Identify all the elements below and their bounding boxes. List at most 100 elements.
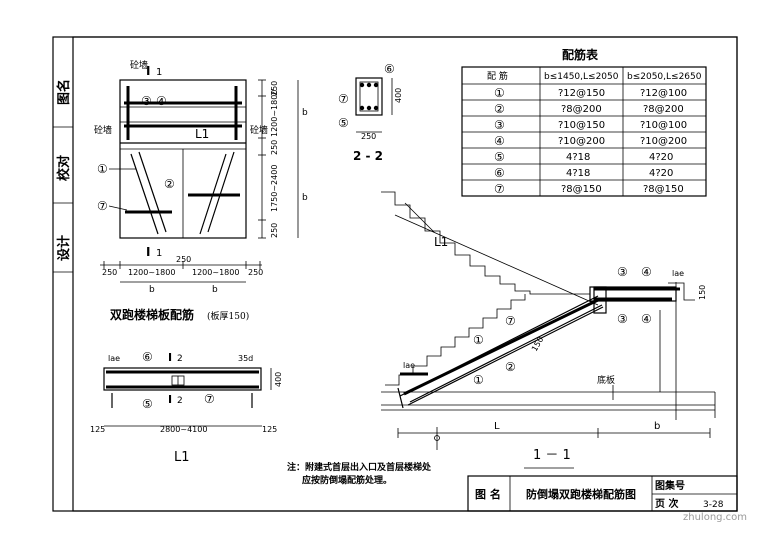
s11-slab-thickness: 150 — [530, 335, 545, 353]
s11-lae-bottom: lae — [403, 361, 415, 370]
table-header-a: b≤1450,L≤2050 — [544, 72, 619, 82]
section-mark-top: Ⅰ — [146, 64, 150, 78]
s22-title: 2 - 2 — [353, 149, 383, 163]
marker-1: ① — [97, 162, 108, 176]
s11-marker-3-bot: ③ — [617, 312, 628, 326]
s22-dim-w: 250 — [361, 132, 376, 141]
l1-dim-3: 125 — [262, 425, 277, 434]
table-row-mark: ② — [494, 102, 505, 116]
l1-dim-h: 400 — [274, 372, 283, 387]
s11-marker-3-top: ③ — [617, 265, 628, 279]
s11-beam-label: L1 — [434, 235, 448, 249]
s11-marker-7: ⑦ — [505, 314, 516, 328]
table-row-a: ?10@200 — [558, 136, 605, 147]
table-row-mark: ④ — [494, 134, 505, 148]
s11-bottom-label: 底板 — [597, 374, 615, 386]
l1-marker-7: ⑦ — [204, 392, 215, 406]
side-label-checker: 校对 — [56, 155, 72, 181]
table-row-a: 4?18 — [566, 168, 590, 179]
table-row-mark: ③ — [494, 118, 505, 132]
table-row-b: ?8@200 — [643, 104, 684, 115]
l1-marker-5: ⑤ — [142, 397, 153, 411]
table-row-a: ?8@150 — [561, 184, 602, 195]
l1-lae-right: 35d — [238, 354, 253, 363]
s22-dim-h: 400 — [394, 88, 403, 103]
s11-marker-2: ② — [505, 360, 516, 374]
dim-b-3: 250 — [176, 255, 191, 264]
title-atlas-label: 图集号 — [655, 479, 685, 492]
table-row-b: 4?20 — [649, 152, 673, 163]
s11-marker-1b: ① — [473, 373, 484, 387]
l1-title: L1 — [174, 450, 190, 465]
side-labels: 图名 校对 设计 — [56, 79, 72, 261]
marker-2: ② — [164, 177, 175, 191]
s11-marker-4-bot: ④ — [641, 312, 652, 326]
title-drawing-name: 防倒塌双跑楼梯配筋图 — [526, 487, 636, 501]
l1-lae-left: lae — [108, 354, 120, 363]
plan-beam-label: L1 — [195, 127, 209, 141]
marker-4: ④ — [156, 94, 167, 108]
dim-b-b2: b — [212, 285, 218, 295]
l1-section-top-bar: Ⅰ — [168, 351, 172, 364]
marker-3: ③ — [141, 94, 152, 108]
marker-7: ⑦ — [97, 199, 108, 213]
table-row-b: 4?20 — [649, 168, 673, 179]
l1-marker-6: ⑥ — [142, 350, 153, 364]
s22-marker-5: ⑤ — [338, 116, 349, 130]
section-mark-bottom: Ⅰ — [146, 245, 150, 259]
note: 注：附建式首层出入口及首层楼梯处 应按防倒塌配筋处理。 — [287, 461, 432, 486]
dim-b-4: 1200~1800 — [192, 268, 239, 277]
note-line-1: 注：附建式首层出入口及首层楼梯处 — [287, 461, 432, 473]
table-row-a: 4?18 — [566, 152, 590, 163]
table-row-a: ?12@150 — [558, 88, 605, 99]
s22-marker-6: ⑥ — [384, 62, 395, 76]
table-row-a: ?8@200 — [561, 104, 602, 115]
dim-r-4: 1750~2400 — [270, 165, 279, 212]
table-row-a: ?10@150 — [558, 120, 605, 131]
l1-section-top: 2 — [177, 354, 183, 364]
section-1-1: L b 1 － 1 L1 ③ ④ ③ ④ ⑦ ② ① ① 150 lae lae… — [381, 191, 716, 469]
table-row-b: ?12@100 — [640, 88, 687, 99]
wall-left-label: 砼墙 — [94, 124, 112, 136]
plan-view: Ⅰ 1 Ⅰ 1 砼墙 砼墙 砼墙 L1 ③ ④ ① ② ⑦ — [94, 59, 308, 322]
table-row-b: ?10@200 — [640, 136, 687, 147]
s11-right-dim: 150 — [698, 285, 707, 300]
section-mark-top-num: 1 — [156, 67, 162, 78]
table-row-mark: ① — [494, 86, 505, 100]
beam-l1-detail: ⑥ Ⅰ 2 ⑤ Ⅰ 2 ⑦ lae 35d 400 125 2800~4100 … — [90, 350, 283, 465]
dim-b-5: 250 — [248, 268, 263, 277]
s11-dim-L: L — [494, 421, 500, 432]
dim-r-1: 250 — [270, 81, 279, 96]
title-page-number: 3-28 — [703, 500, 724, 510]
dim-r-2: 1200~1800 — [270, 90, 279, 137]
wall-top-label: 砼墙 — [130, 59, 148, 71]
s11-marker-1a: ① — [473, 333, 484, 347]
dim-b-b1: b — [149, 285, 155, 295]
table-header-mark: 配 筋 — [487, 70, 508, 82]
section-mark-bottom-num: 1 — [156, 248, 162, 259]
rebar-table: 配筋表 配 筋 b≤1450,L≤2050 b≤2050,L≤2650 ① ?1… — [461, 47, 707, 197]
dim-r-ext-1: b — [302, 108, 308, 118]
rebar-slab-bottom — [403, 298, 599, 396]
plan-caption: 双跑楼梯板配筋 — [110, 307, 194, 322]
note-line-2: 应按防倒塌配筋处理。 — [302, 474, 392, 486]
title-name-label: 图 名 — [475, 487, 501, 501]
section-2-2: ⑥ ⑦ ⑤ 400 250 2 - 2 — [338, 62, 403, 163]
dim-b-2: 1200~1800 — [128, 268, 175, 277]
s11-marker-4-top: ④ — [641, 265, 652, 279]
title-page-label: 页 次 — [655, 497, 678, 510]
dim-r-3: 250 — [270, 140, 279, 155]
s11-lae-top: lae — [672, 269, 684, 278]
table-row-b: ?8@150 — [643, 184, 684, 195]
table-title: 配筋表 — [562, 47, 599, 62]
wall-right-label: 砼墙 — [250, 124, 268, 136]
l1-dim-2: 2800~4100 — [160, 425, 207, 434]
l1-section-bottom: 2 — [177, 396, 183, 406]
table-header-b: b≤2050,L≤2650 — [627, 72, 702, 82]
s11-title: 1 － 1 — [533, 448, 571, 463]
plan-caption-note: (板厚150) — [207, 310, 249, 322]
side-label-drawing-name: 图名 — [56, 79, 72, 105]
table-row-b: ?10@100 — [640, 120, 687, 131]
